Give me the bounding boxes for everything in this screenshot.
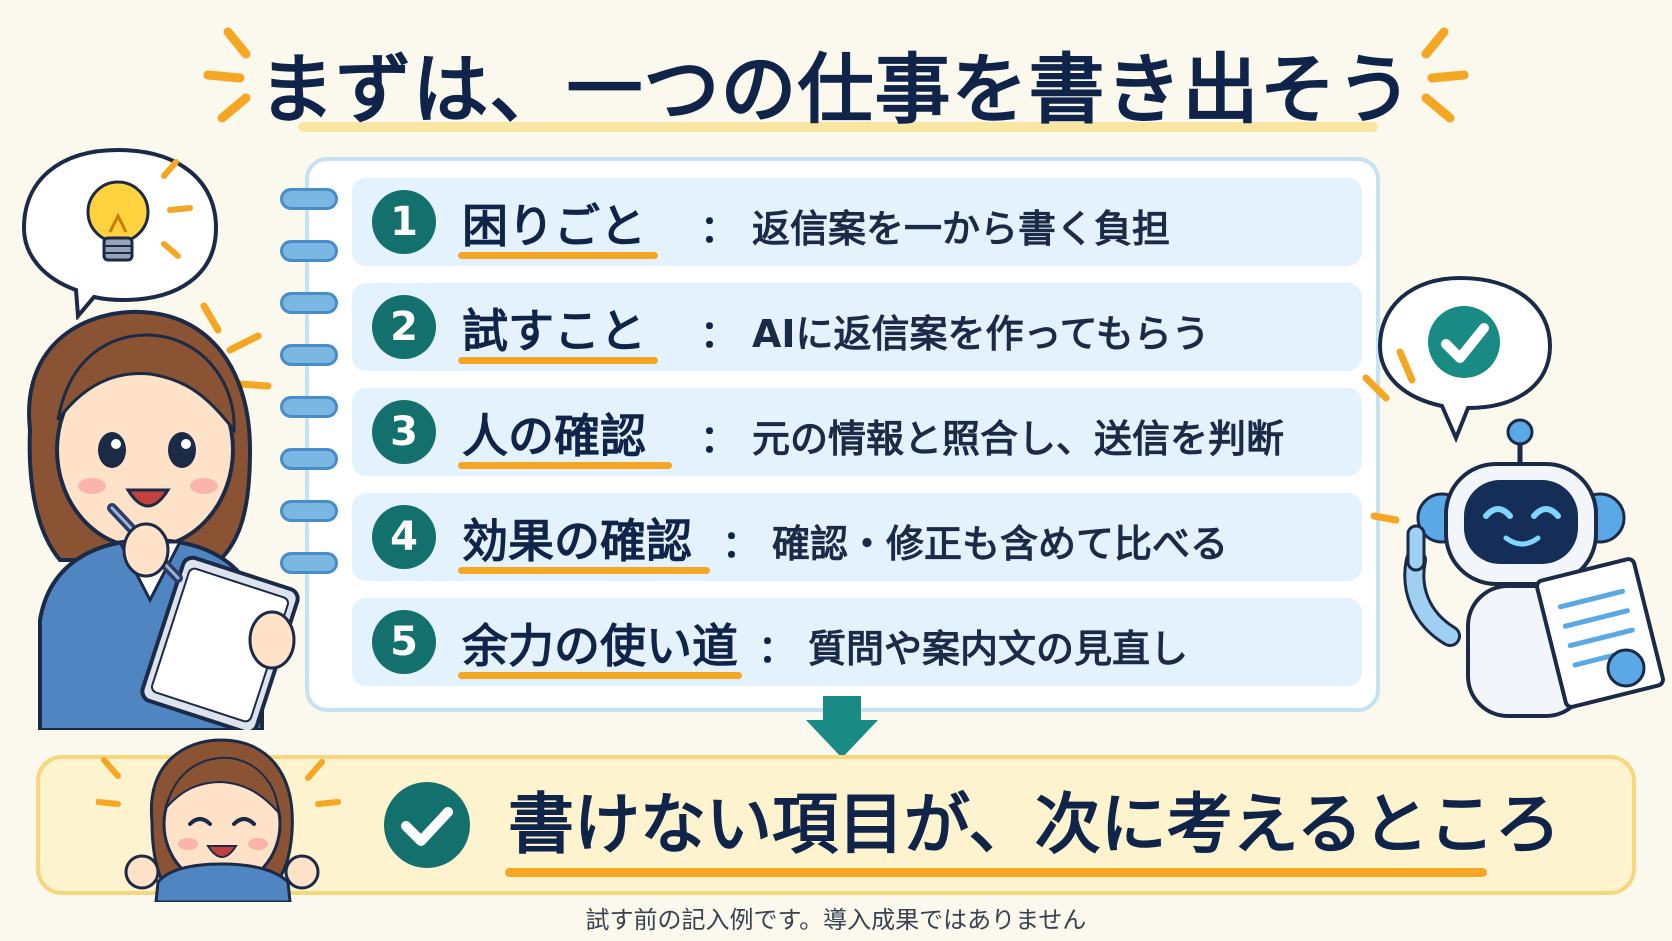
notebook-ring <box>280 188 338 210</box>
title-underline <box>298 122 1378 132</box>
step-number: 1 <box>372 190 436 254</box>
conclusion-check <box>384 782 470 868</box>
clipboard-icon <box>140 555 300 730</box>
document-icon <box>1535 557 1665 709</box>
label-underline <box>458 567 710 574</box>
notebook-ring <box>280 240 338 262</box>
separator: ： <box>758 627 797 671</box>
label-underline <box>458 672 742 679</box>
cheering-woman <box>96 738 341 902</box>
title-burst-left-icon <box>203 27 251 123</box>
list-item <box>352 493 1362 581</box>
lightbulb-icon <box>86 180 150 262</box>
notebook-ring <box>280 344 338 366</box>
page-title: まずは、一つの仕事を書き出そう <box>258 45 1414 134</box>
separator: ： <box>700 207 739 251</box>
woman-with-clipboard <box>27 302 300 730</box>
step-number: 5 <box>372 610 436 674</box>
check-bubble <box>1377 275 1553 444</box>
notebook-ring <box>280 500 338 522</box>
label-underline <box>458 252 658 259</box>
notebook-ring <box>280 396 338 418</box>
notebook-ring <box>280 552 338 574</box>
conclusion-underline <box>505 868 1487 877</box>
step-number: 2 <box>372 295 436 359</box>
item-label: 余力の使い道 <box>462 619 738 673</box>
item-description: 質問や案内文の見直し <box>808 627 1189 671</box>
list-item <box>352 598 1362 686</box>
item-description: 返信案を一から書く負担 <box>752 207 1171 251</box>
robot-icon <box>1403 462 1626 718</box>
list-item <box>352 283 1362 371</box>
item-description: AIに返信案を作ってもらう <box>752 312 1210 356</box>
notebook-ring <box>280 292 338 314</box>
item-label: 困りごと <box>462 199 646 253</box>
label-underline <box>458 357 658 364</box>
check-icon <box>1441 323 1489 363</box>
lightbulb-bubble <box>21 147 219 320</box>
title-burst-right-icon <box>1421 27 1469 123</box>
item-label: 効果の確認 <box>462 514 692 568</box>
item-description: 元の情報と照合し、送信を判断 <box>752 417 1285 461</box>
conclusion-text: 書けない項目が、次に考えるところ <box>508 786 1561 863</box>
step-number: 3 <box>372 400 436 464</box>
notebook-ring <box>280 448 338 470</box>
list-item <box>352 178 1362 266</box>
list-item <box>352 388 1362 476</box>
item-description: 確認・修正も含めて比べる <box>772 522 1229 566</box>
label-underline <box>458 462 672 469</box>
check-icon <box>401 807 453 846</box>
step-number: 4 <box>372 505 436 569</box>
separator: ： <box>700 312 739 356</box>
down-arrow-icon <box>823 696 861 724</box>
item-label: 試すこと <box>462 304 646 358</box>
robot-with-document <box>1362 275 1665 718</box>
down-arrow-head <box>806 720 878 758</box>
item-label: 人の確認 <box>462 409 646 463</box>
separator: ： <box>722 522 761 566</box>
footnote: 試す前の記入例です。導入成果ではありません <box>585 906 1087 934</box>
separator: ： <box>700 417 739 461</box>
